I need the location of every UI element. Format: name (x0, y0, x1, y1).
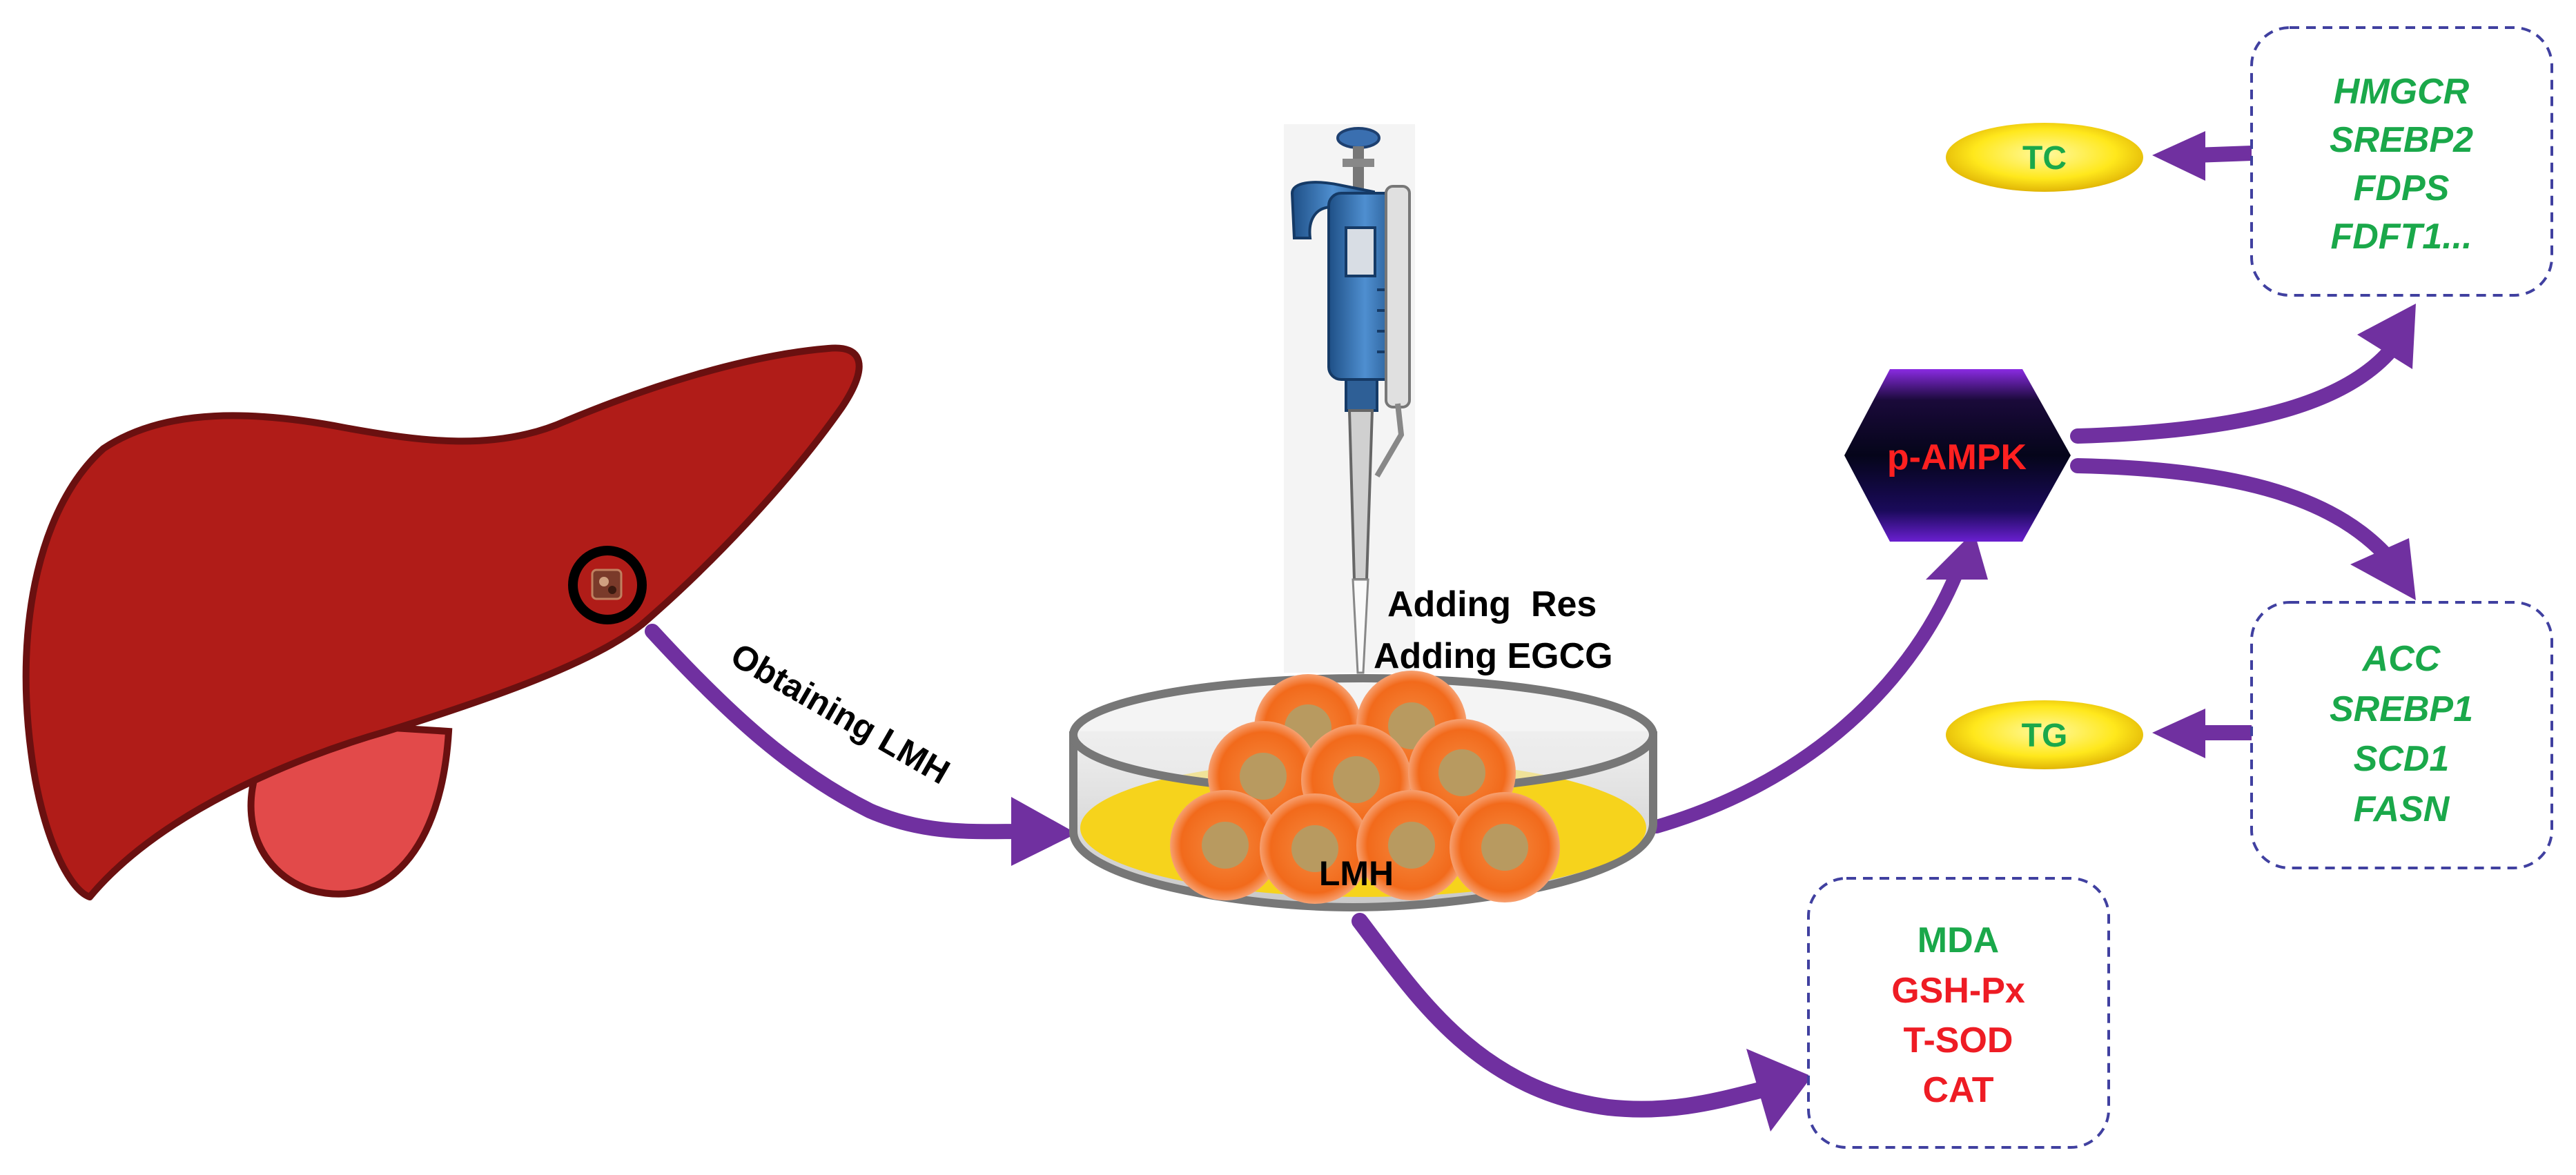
arrowhead-oxidative-markers (1746, 1049, 1812, 1132)
arrows (645, 146, 2403, 1118)
ampk-node: p-AMPK (1844, 369, 2071, 542)
oxidative-markers-box: MDA GSH-Px T-SOD CAT (1807, 877, 2110, 1149)
arrow-ampk-to-cholesterol-genes (2070, 337, 2403, 444)
tissue-sample-dot (599, 577, 609, 586)
pipette-plunger-collar (1343, 159, 1374, 167)
tg-node: TG (1946, 700, 2143, 769)
arrow-heads (1011, 131, 2416, 1132)
pipette-shaft (1347, 409, 1374, 581)
arrow-to-oxidative-markers (1352, 913, 1768, 1118)
gene-label: SREBP2 (2330, 120, 2473, 160)
pipette-plunger-rod (1353, 146, 1364, 195)
gene-label: ACC (2361, 639, 2441, 679)
cell (1170, 790, 1280, 900)
arrowhead-cholesterol-genes (2357, 304, 2416, 369)
arrowhead-tc (2152, 131, 2205, 181)
pipette-plunger-cap (1336, 127, 1380, 149)
oxidative-markers-frame (1807, 877, 2110, 1149)
arrowhead-obtaining (1011, 797, 1077, 866)
arrow-ampk-to-lipogenic-genes (2070, 458, 2403, 573)
tc-ellipse (1946, 123, 2143, 192)
gene-label: SREBP1 (2330, 689, 2473, 729)
lmh-label: LMH (1319, 854, 1394, 893)
biopsy-target-ring (568, 546, 647, 624)
gene-label: FASN (2354, 789, 2450, 829)
lipogenic-genes-box: ACC SREBP1 SCD1 FASN (2250, 601, 2553, 869)
tg-label: TG (2022, 718, 2068, 754)
marker-label-mda: MDA (1918, 920, 1999, 960)
cholesterol-genes-frame (2250, 26, 2553, 297)
ampk-hexagon (1844, 369, 2071, 542)
obtaining-lmh-label: Obtaining LMH (725, 635, 957, 791)
marker-label-gsh-px: GSH-Px (1891, 971, 2025, 1011)
cell (1356, 790, 1467, 900)
adding-egcg-label: Adding EGCG (1374, 636, 1613, 676)
gene-label: SCD1 (2354, 739, 2450, 779)
arrowhead-lipogenic-genes (2350, 538, 2416, 600)
adding-res-label: Adding Res (1387, 584, 1597, 624)
cell (1450, 792, 1560, 902)
liver-shape (22, 344, 863, 900)
tc-label: TC (2022, 140, 2067, 177)
ampk-label: p-AMPK (1887, 437, 2027, 477)
cell (1260, 793, 1370, 904)
tc-node: TC (1946, 123, 2143, 192)
liver-illustration (22, 344, 863, 900)
pipette-window (1345, 226, 1376, 277)
cholesterol-genes-box: HMGCR SREBP2 FDPS FDFT1... (2250, 26, 2553, 297)
arrowhead-ampk (1926, 531, 1988, 580)
gene-label: FDFT1... (2330, 217, 2472, 257)
pipette-ejector-arm (1374, 403, 1405, 478)
gene-label: HMGCR (2334, 72, 2470, 112)
lipogenic-genes-frame (2250, 601, 2553, 869)
tissue-sample-dot (608, 586, 616, 594)
lmh-cells (1170, 671, 1560, 904)
gene-label: FDPS (2354, 168, 2450, 208)
arrowhead-tg (2152, 709, 2205, 758)
marker-label-t-sod: T-SOD (1904, 1020, 2013, 1060)
arrow-obtaining-lmh (645, 624, 1029, 840)
marker-label-cat: CAT (1922, 1070, 1993, 1110)
pipette-illustration (1284, 124, 1415, 674)
pipette-ejector (1385, 185, 1411, 408)
gallbladder (247, 717, 453, 898)
arrow-to-ampk (1650, 566, 1964, 833)
tg-ellipse (1946, 700, 2143, 769)
pipette-neck (1345, 378, 1378, 412)
pipette-tip (1352, 578, 1369, 674)
